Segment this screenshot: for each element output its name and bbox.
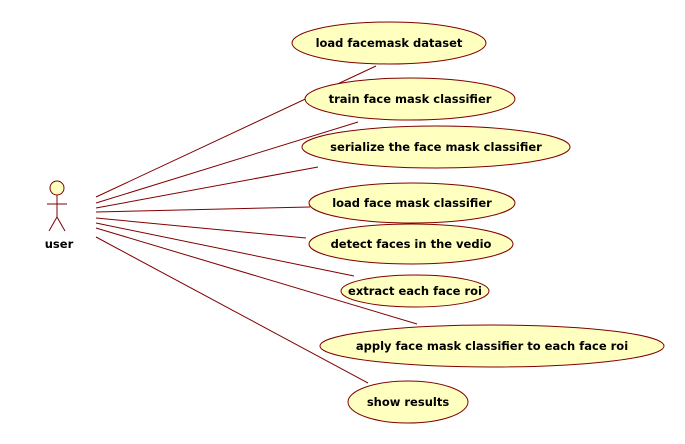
association-extract-roi bbox=[95, 222, 355, 277]
actor-left-leg bbox=[48, 216, 58, 232]
association-train-classifier bbox=[95, 121, 359, 204]
association-load-classifier bbox=[95, 206, 311, 213]
use-case-label: apply face mask classifier to each face … bbox=[356, 339, 628, 353]
actor-user[interactable]: user bbox=[45, 180, 74, 251]
use-case-load-facemask-dataset[interactable]: load facemask dataset bbox=[291, 21, 487, 65]
use-case-extract-each-face-roi[interactable]: extract each face roi bbox=[340, 274, 490, 308]
use-case-label: load face mask classifier bbox=[332, 196, 492, 210]
use-case-label: serialize the face mask classifier bbox=[330, 140, 542, 154]
actor-label: user bbox=[45, 237, 74, 251]
use-case-serialize-face-mask-classifier[interactable]: serialize the face mask classifier bbox=[301, 125, 571, 169]
use-case-load-face-mask-classifier[interactable]: load face mask classifier bbox=[308, 182, 516, 224]
actor-right-leg bbox=[56, 216, 66, 232]
use-case-label: train face mask classifier bbox=[329, 92, 492, 106]
association-show-results bbox=[95, 236, 369, 384]
actor-head-icon bbox=[49, 180, 65, 196]
association-apply-classifier bbox=[95, 227, 418, 325]
use-case-detect-faces-in-the-vedio[interactable]: detect faces in the vedio bbox=[308, 223, 514, 265]
association-detect-faces bbox=[95, 217, 307, 239]
use-case-train-face-mask-classifier[interactable]: train face mask classifier bbox=[304, 77, 516, 121]
use-case-show-results[interactable]: show results bbox=[347, 380, 469, 424]
use-case-label: extract each face roi bbox=[348, 284, 482, 298]
use-case-apply-face-mask-classifier-to-each-face-roi[interactable]: apply face mask classifier to each face … bbox=[319, 324, 665, 368]
use-case-label: load facemask dataset bbox=[316, 36, 463, 50]
association-serialize-classifier bbox=[95, 166, 319, 209]
use-case-label: detect faces in the vedio bbox=[331, 237, 492, 251]
use-case-label: show results bbox=[367, 395, 450, 409]
